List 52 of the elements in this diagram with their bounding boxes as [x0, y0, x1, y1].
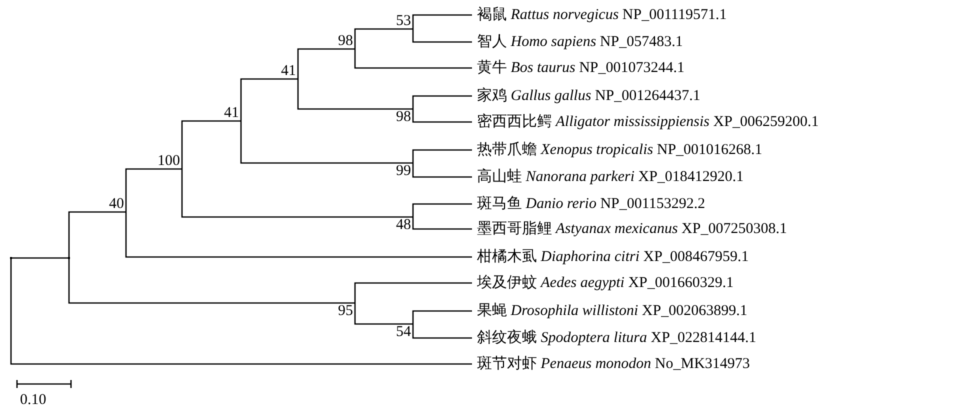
bootstrap-value: 41	[270, 63, 298, 79]
taxon-label: 热带爪蟾 Xenopus tropicalis NP_001016268.1	[472, 141, 762, 159]
taxon-label: 柑橘木虱 Diaphorina citri XP_008467959.1	[472, 248, 749, 266]
tree-branch	[412, 14, 472, 29]
taxon-label: 果蝇 Drosophila willistoni XP_002063899.1	[472, 302, 748, 320]
taxon-label: 斜纹夜蛾 Spodoptera litura XP_022814144.1	[472, 329, 756, 347]
taxon-label: 高山蛙 Nanorana parkeri XP_018412920.1	[472, 168, 744, 186]
bootstrap-value: 99	[385, 163, 413, 179]
taxon-label: 墨西哥脂鲤 Astyanax mexicanus XP_007250308.1	[472, 220, 787, 238]
tree-branch	[297, 48, 355, 79]
tree-branch	[68, 258, 355, 304]
bootstrap-value: 98	[385, 109, 413, 125]
taxon-label: 斑节对虾 Penaeus monodon No_MK314973	[472, 355, 750, 373]
tree-branch	[354, 49, 472, 69]
tree-branch	[10, 258, 472, 365]
bootstrap-value: 98	[327, 33, 355, 49]
tree-branch	[68, 211, 126, 258]
bootstrap-value: 40	[98, 196, 126, 212]
tree-branch	[412, 95, 472, 109]
tree-branch	[125, 168, 182, 212]
tree-branch	[412, 217, 472, 230]
tree-branch	[412, 109, 472, 123]
tree-branch	[412, 163, 472, 178]
taxon-label: 密西西比鳄 Alligator mississippiensis XP_006259200.1	[472, 113, 819, 131]
taxon-label: 家鸡 Gallus gallus NP_001264437.1	[472, 87, 700, 105]
bootstrap-value: 95	[327, 303, 355, 319]
tree-branch	[354, 303, 413, 325]
taxon-label: 斑马鱼 Danio rerio NP_001153292.2	[472, 195, 706, 213]
tree-branch	[354, 282, 472, 303]
tree-branch	[412, 29, 472, 43]
taxon-label: 智人 Homo sapiens NP_057483.1	[472, 33, 683, 51]
tree-branch	[181, 169, 413, 218]
tree-branch	[412, 149, 472, 163]
tree-branch	[297, 79, 413, 110]
tree-branch	[240, 78, 298, 121]
tree-branch	[125, 212, 472, 258]
bootstrap-value: 54	[385, 324, 413, 340]
scale-value: 0.10	[20, 392, 46, 408]
tree-branch	[412, 324, 472, 339]
bootstrap-value: 100	[154, 153, 182, 169]
tree-branch	[412, 310, 472, 324]
tree-branch	[354, 28, 413, 49]
taxon-label: 埃及伊蚊 Aedes aegypti XP_001660329.1	[472, 274, 734, 292]
bootstrap-value: 41	[213, 105, 241, 121]
tree-branch	[240, 121, 413, 164]
taxon-label: 褐鼠 Rattus norvegicus NP_001119571.1	[472, 6, 727, 24]
tree-branch	[10, 257, 69, 259]
bootstrap-value: 48	[385, 217, 413, 233]
tree-branch	[412, 203, 472, 217]
tree-branch	[181, 120, 241, 169]
bootstrap-value: 53	[385, 13, 413, 29]
taxon-label: 黄牛 Bos taurus NP_001073244.1	[472, 59, 685, 77]
